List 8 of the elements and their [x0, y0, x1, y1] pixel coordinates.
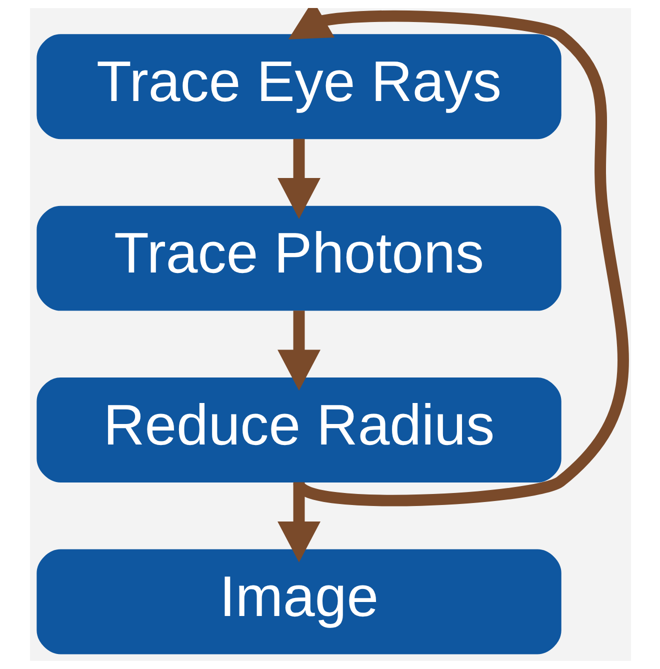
arrow	[288, 8, 628, 506]
arrow	[277, 482, 320, 562]
node-box: Trace Eye Rays	[36, 34, 561, 140]
node-box: Reduce Radius	[36, 378, 561, 482]
node-box: Image	[36, 549, 561, 654]
node-box: Trace Photons	[36, 206, 561, 311]
arrow	[277, 138, 320, 219]
arrow	[277, 310, 320, 391]
